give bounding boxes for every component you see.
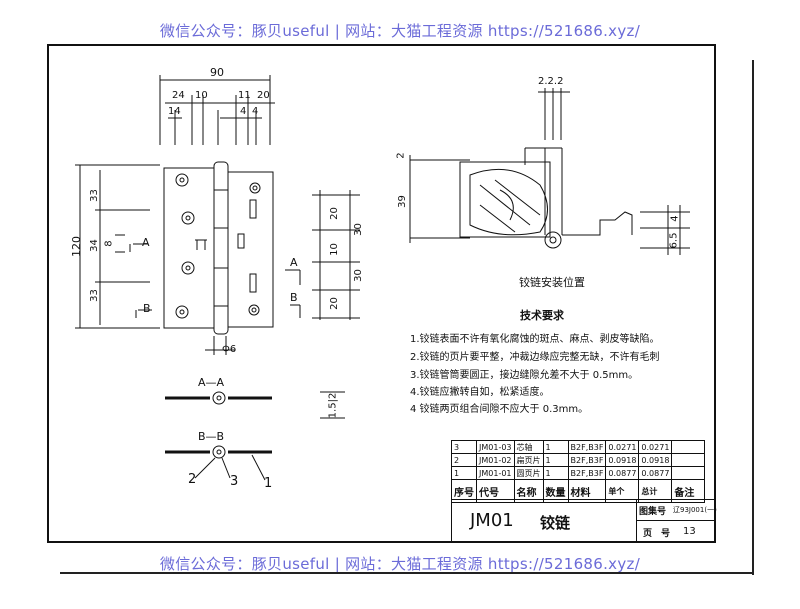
section-a-left: A (142, 236, 150, 249)
drawing-name: 铰链 (540, 514, 571, 532)
table-row: 2 JM01-02 扁页片 1 B2F,B3F 0.0918 0.0918 (451, 453, 706, 467)
section-a-right: A (290, 256, 298, 269)
bom-cell: 0.0877 (605, 466, 640, 480)
watermark-top: 微信公众号：豚贝useful | 网站：大猫工程资源 https://52168… (159, 22, 641, 40)
bom-cell (671, 440, 706, 454)
callout-3: 3 (230, 474, 239, 489)
dim-10: 10 (195, 90, 208, 101)
table-row: 1 JM01-01 圆页片 1 B2F,B3F 0.0877 0.0877 (451, 466, 706, 480)
requirement-4: 4.铰链应撇转自如，松紧适度。 (410, 387, 550, 398)
bom-cell: JM01-03 (476, 440, 515, 454)
dim-20: 20 (257, 90, 270, 101)
bom-cell: 圆页片 (513, 466, 544, 480)
dim-total-width: 90 (210, 66, 224, 79)
section-b-left: B (143, 302, 151, 315)
bom-cell: 0.0877 (638, 466, 673, 480)
callout-1: 1 (264, 476, 273, 491)
bom-cell: B2F,B3F (567, 466, 607, 480)
bom-cell: 1 (542, 440, 569, 454)
requirement-3: 3.铰链管筒要圆正，接边缝隙允差不大于 0.5mm。 (410, 370, 639, 381)
bom-cell: 3 (451, 440, 477, 454)
bom-cell (671, 466, 706, 480)
page-number: 13 (683, 526, 696, 537)
title-block-page: 页 号 13 (636, 520, 716, 543)
bom-cell: B2F,B3F (567, 440, 607, 454)
dim-14: 14 (168, 106, 181, 117)
section-aa-label: A—A (198, 376, 225, 389)
callout-2: 2 (188, 472, 197, 487)
bom-cell: 扁页片 (513, 453, 544, 467)
section-b-right: B (290, 291, 298, 304)
bom-cell: JM01-01 (476, 466, 515, 480)
requirement-1: 1.铰链表面不许有氧化腐蚀的斑点、麻点、剥皮等缺陷。 (410, 334, 660, 345)
bom-cell: 1 (542, 466, 569, 480)
dim-33a: 33 (88, 189, 100, 202)
title-block-name: JM01 铰链 (451, 499, 637, 543)
dim-11: 11 (238, 90, 251, 101)
page-edge-right (752, 60, 754, 575)
atlas-label: 图集号 (639, 507, 667, 517)
drawing-code: JM01 (470, 510, 514, 531)
bom-cell: 0.0271 (638, 440, 673, 454)
dim-4a: 4 (240, 106, 247, 117)
bom-cell: JM01-02 (476, 453, 515, 467)
dim-mid-30a: 30 (352, 223, 364, 236)
requirements-title: 技术要求 (520, 309, 564, 322)
dim-mid-30b: 30 (352, 269, 364, 282)
page-edge-bottom (60, 572, 752, 574)
bom-cell: 1 (451, 466, 477, 480)
dim-4b: 4 (252, 106, 259, 117)
bom-cell: 1 (542, 453, 569, 467)
dim-33b: 33 (88, 289, 100, 302)
dim-right-4: 4 (669, 215, 681, 222)
bom-cell (671, 453, 706, 467)
dim-24: 24 (172, 90, 185, 101)
bom-cell: 2 (451, 453, 477, 467)
dim-total-height: 120 (70, 236, 83, 257)
atlas-value: 辽93J001(一) (673, 506, 717, 514)
watermark-bottom: 微信公众号：豚贝useful | 网站：大猫工程资源 https://52168… (159, 555, 641, 573)
dim-pin: Φ6 (222, 344, 237, 355)
dim-mid-20a: 20 (328, 207, 340, 220)
dim-mid-10: 10 (328, 243, 340, 256)
dim-39: 39 (396, 195, 408, 208)
dim-6-5: 6.5 (668, 232, 680, 249)
dim-2-2-2: 2.2.2 (538, 76, 564, 87)
page-label: 页 号 (643, 529, 671, 539)
bom-cell: 芯轴 (513, 440, 544, 454)
dim-2: 2 (395, 152, 407, 159)
dim-edge: 1.5|2 (327, 392, 339, 419)
dim-mid-20b: 20 (328, 297, 340, 310)
title-block-atlas: 图集号 辽93J001(一) (636, 499, 717, 521)
dim-8: 8 (103, 240, 115, 247)
install-caption: 铰链安装位置 (519, 276, 585, 289)
dim-34: 34 (88, 239, 100, 252)
bom-cell: B2F,B3F (567, 453, 607, 467)
bom-cell: 0.0918 (638, 453, 673, 467)
section-bb-label: B—B (198, 430, 225, 443)
requirement-5: 4 铰链两页组合间隙不应大于 0.3mm。 (410, 404, 589, 415)
bom-table: 3 JM01-03 芯轴 1 B2F,B3F 0.0271 0.0271 2 J… (451, 440, 706, 503)
requirement-2: 2.铰链的页片要平整，冲裁边缘应完整无缺，不许有毛刺 (410, 352, 660, 363)
bom-cell: 0.0271 (605, 440, 640, 454)
bom-cell: 0.0918 (605, 453, 640, 467)
drawing-frame (47, 44, 716, 543)
table-row: 3 JM01-03 芯轴 1 B2F,B3F 0.0271 0.0271 (451, 440, 706, 454)
